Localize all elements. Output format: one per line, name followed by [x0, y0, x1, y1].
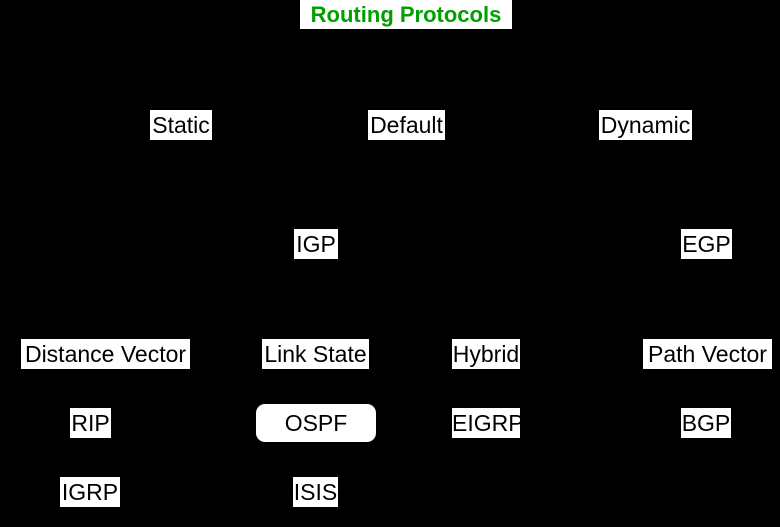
diagram-title: Routing Protocols [300, 0, 512, 29]
node-bgp[interactable]: BGP [681, 408, 731, 438]
node-isis[interactable]: ISIS [293, 477, 338, 507]
node-rip[interactable]: RIP [70, 408, 111, 438]
node-path-vector[interactable]: Path Vector [643, 339, 772, 369]
node-ospf[interactable]: OSPF [256, 404, 376, 442]
node-dynamic[interactable]: Dynamic [599, 110, 692, 140]
node-link-state[interactable]: Link State [262, 339, 369, 369]
node-static[interactable]: Static [150, 110, 212, 140]
node-distance-vector[interactable]: Distance Vector [21, 339, 190, 369]
node-igp[interactable]: IGP [294, 229, 338, 259]
node-eigrp[interactable]: EIGRP [452, 408, 524, 438]
node-default[interactable]: Default [368, 110, 445, 140]
node-igrp[interactable]: IGRP [60, 477, 120, 507]
node-hybrid[interactable]: Hybrid [452, 339, 520, 369]
node-egp[interactable]: EGP [681, 229, 732, 259]
